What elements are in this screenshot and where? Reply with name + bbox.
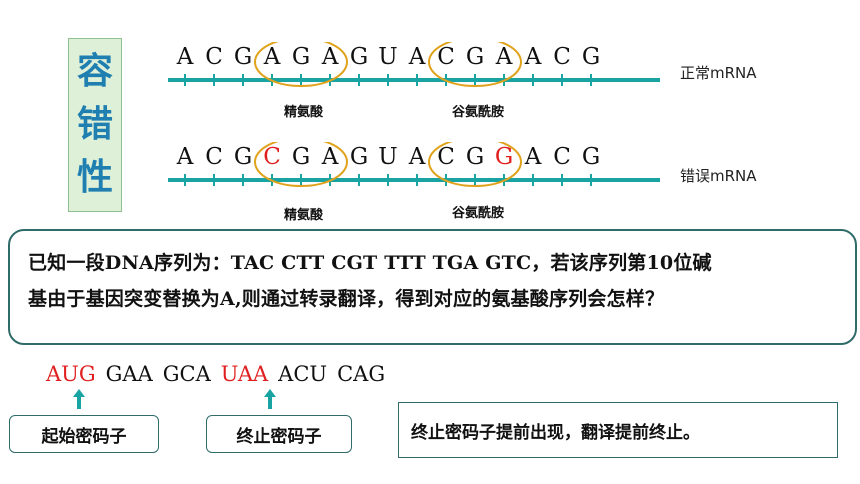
codon: AUG	[46, 362, 96, 386]
conclusion-text: 终止密码子提前出现，翻译提前终止。	[411, 422, 700, 443]
start-codon-label: 起始密码子	[9, 415, 159, 453]
mutant-base: G	[465, 144, 485, 170]
codon-ellipse-1	[254, 142, 348, 187]
question-box: 已知一段DNA序列为：TAC CTT CGT TTT TGA GTC，若该序列第…	[8, 229, 857, 345]
normal-backbone	[168, 42, 660, 87]
normal-amino-acid-1: 精氨酸	[284, 105, 324, 120]
mutant-base: A	[321, 144, 339, 170]
codon: UAA	[220, 362, 269, 386]
up-arrow-icon	[73, 389, 85, 409]
stop-codon-label: 终止密码子	[206, 415, 352, 453]
mutant-base: G	[291, 144, 311, 170]
title-char-3: 性	[76, 157, 113, 199]
normal-base: G	[349, 44, 369, 70]
codon-ellipse-2	[428, 42, 522, 87]
conclusion-box: 终止密码子提前出现，翻译提前终止。	[398, 402, 838, 458]
normal-base: C	[553, 44, 571, 70]
normal-mrna-label: 正常mRNA	[680, 64, 757, 82]
mutant-base: C	[263, 144, 281, 170]
mutant-base: G	[581, 144, 601, 170]
normal-base: G	[465, 44, 485, 70]
title-box: 容 错 性	[68, 38, 122, 212]
normal-base: C	[205, 44, 223, 70]
codon: GAA	[105, 362, 153, 386]
title-char-2: 错	[76, 103, 113, 145]
normal-base: G	[291, 44, 311, 70]
mutant-base: A	[524, 144, 542, 170]
normal-base: A	[263, 44, 281, 70]
mutant-backbone	[168, 142, 660, 187]
title-char-1: 容	[76, 50, 113, 92]
mutant-base: C	[553, 144, 571, 170]
mutant-base: G	[494, 144, 514, 170]
up-arrow-icon	[264, 389, 276, 409]
codon-ellipse-2	[428, 142, 522, 187]
question-line-2: 基由于基因突变替换为A,则通过转录翻译，得到对应的氨基酸序列会怎样？	[28, 288, 665, 310]
normal-base: A	[176, 44, 194, 70]
normal-base: U	[378, 44, 398, 70]
mutant-base: C	[437, 144, 455, 170]
mutant-base: G	[349, 144, 369, 170]
mutant-base: U	[378, 144, 398, 170]
codon-ellipse-1	[254, 42, 348, 87]
normal-amino-acid-2: 谷氨酰胺	[452, 105, 505, 120]
mutant-amino-acid-2: 谷氨酰胺	[452, 206, 505, 221]
normal-base: G	[233, 44, 253, 70]
mutant-mrna-label: 错误mRNA	[680, 167, 757, 185]
normal-base: C	[437, 44, 455, 70]
mutant-base: A	[408, 144, 426, 170]
codon: CAG	[337, 362, 386, 386]
mutant-base: C	[205, 144, 223, 170]
codon-sequence: AUG GAA GCA UAA ACU CAG	[46, 362, 395, 386]
normal-base: A	[321, 44, 339, 70]
codon: ACU	[278, 362, 328, 386]
mutant-base: A	[176, 144, 194, 170]
normal-base: G	[581, 44, 601, 70]
normal-base: A	[495, 44, 513, 70]
normal-base: A	[408, 44, 426, 70]
mutant-base: G	[233, 144, 253, 170]
normal-base: A	[524, 44, 542, 70]
codon: GCA	[162, 362, 211, 386]
question-line-1: 已知一段DNA序列为：TAC CTT CGT TTT TGA GTC，若该序列第…	[28, 252, 712, 274]
mutant-amino-acid-1: 精氨酸	[284, 208, 324, 223]
